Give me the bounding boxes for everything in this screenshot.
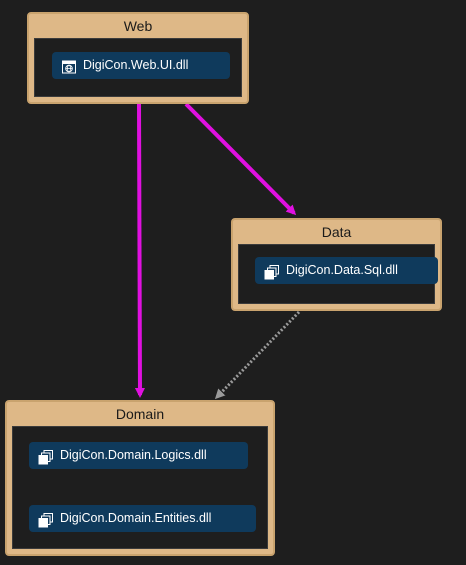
node-label: DigiCon.Domain.Logics.dll — [60, 448, 207, 462]
assembly-icon — [264, 263, 280, 279]
group-data-body: DigiCon.Data.Sql.dll — [238, 244, 438, 304]
group-web-title: Web — [123, 18, 153, 34]
node-digicon-domain-logics[interactable]: DigiCon.Domain.Logics.dll — [29, 442, 248, 469]
node-digicon-web-ui[interactable]: DigiCon.Web.UI.dll — [52, 52, 230, 79]
link-web-to-domain[interactable] — [134, 103, 145, 398]
group-domain-title: Domain — [115, 406, 165, 422]
group-web-body: DigiCon.Web.UI.dll — [34, 38, 242, 97]
link-data-to-domain[interactable] — [214, 310, 301, 400]
web-assembly-icon — [61, 58, 77, 74]
node-label: DigiCon.Domain.Entities.dll — [60, 511, 212, 525]
group-data-title: Data — [321, 224, 352, 240]
node-digicon-data-sql[interactable]: DigiCon.Data.Sql.dll — [255, 257, 438, 284]
node-digicon-domain-entities[interactable]: DigiCon.Domain.Entities.dll — [29, 505, 256, 532]
link-web-to-data[interactable] — [184, 102, 297, 216]
node-label: DigiCon.Web.UI.dll — [83, 58, 189, 72]
group-domain-body: DigiCon.Domain.Logics.dll DigiCon.Domain… — [12, 426, 268, 549]
assembly-icon — [38, 448, 54, 464]
node-label: DigiCon.Data.Sql.dll — [286, 263, 398, 277]
group-web[interactable]: Web DigiCon.Web.UI.dll — [27, 12, 249, 104]
assembly-icon — [38, 511, 54, 527]
group-domain[interactable]: Domain DigiCon.Domain.Logics.dll — [5, 400, 275, 556]
group-data[interactable]: Data DigiCon.Data.Sql.dll — [231, 218, 442, 311]
